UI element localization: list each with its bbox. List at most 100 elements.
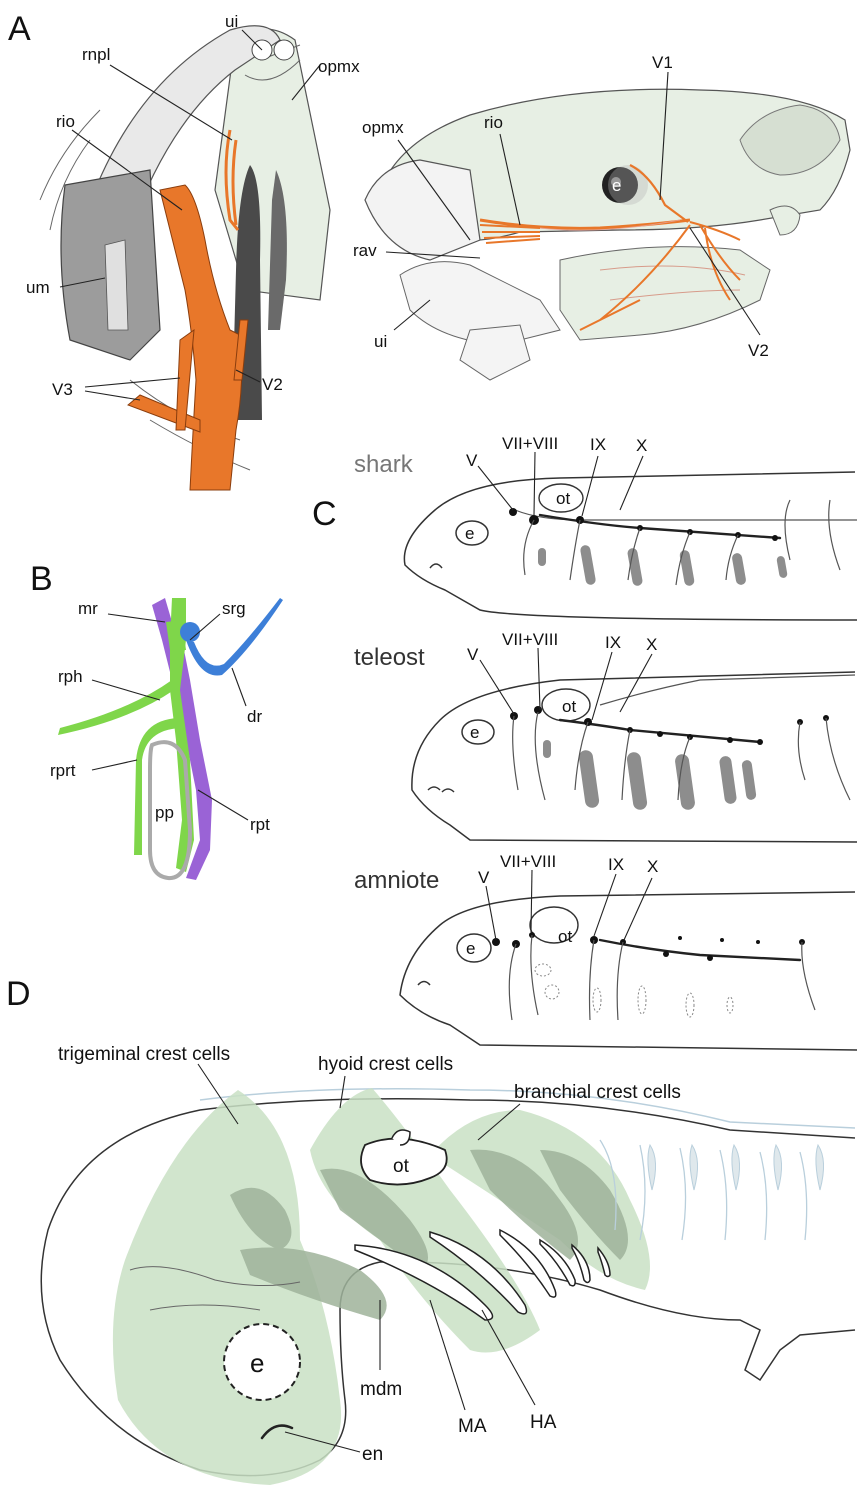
leader-a-v3-b bbox=[85, 391, 140, 400]
c-amniote-branches bbox=[509, 935, 815, 1020]
c-amniote-ot: ot bbox=[558, 927, 572, 946]
incisor-tip bbox=[460, 325, 530, 380]
label-d-en: en bbox=[362, 1444, 383, 1465]
panel-c: C shark e ot bbox=[312, 434, 857, 1050]
label-b-pp: pp bbox=[155, 803, 174, 822]
molar-teeth bbox=[105, 240, 128, 330]
label-a-r-rio: rio bbox=[484, 113, 503, 132]
panel-a: A ui r bbox=[8, 10, 850, 490]
label-a-rio: rio bbox=[56, 112, 75, 131]
c-shark-v: V bbox=[466, 451, 478, 470]
v3-branch bbox=[128, 395, 200, 432]
label-a-r-ui: ui bbox=[374, 332, 387, 351]
label-b-srg: srg bbox=[222, 599, 246, 618]
c-shark-leader-ix bbox=[582, 456, 598, 516]
c-shark-e: e bbox=[465, 524, 474, 543]
label-d-ha: HA bbox=[530, 1412, 557, 1433]
panel-b: B mr srg rph dr rprt pp rpt bbox=[30, 560, 283, 880]
c-amniote-leader-x bbox=[624, 878, 652, 940]
c-teleost-ot: ot bbox=[562, 697, 576, 716]
bulla bbox=[770, 206, 800, 235]
c-teleost-leader-vii bbox=[538, 648, 540, 710]
c-shark-vagus bbox=[540, 515, 780, 538]
label-a-v2: V2 bbox=[262, 375, 283, 394]
c-teleost-leader-x bbox=[620, 654, 652, 712]
c-teleost-nostril bbox=[428, 787, 454, 792]
c-amniote-vii: VII+VIII bbox=[500, 852, 556, 871]
label-a-rav: rav bbox=[353, 241, 377, 260]
label-d-trigeminal: trigeminal crest cells bbox=[58, 1044, 230, 1065]
c-teleost-name: teleost bbox=[354, 644, 425, 671]
v3-branch-2 bbox=[176, 330, 194, 430]
c-shark-vii: VII+VIII bbox=[502, 434, 558, 453]
label-d-branchial: branchial crest cells bbox=[514, 1082, 681, 1103]
panel-a-letter: A bbox=[8, 10, 31, 48]
panel-a-left-skull bbox=[40, 26, 330, 490]
c-shark-ix: IX bbox=[590, 435, 606, 454]
rprt-branch bbox=[134, 718, 180, 855]
c-shark-branches bbox=[524, 500, 840, 585]
c-shark-name: shark bbox=[354, 451, 414, 478]
label-d-e: e bbox=[250, 1348, 264, 1378]
panel-d-letter: D bbox=[6, 975, 31, 1013]
label-a-opmx: opmx bbox=[318, 57, 360, 76]
c-teleost-gills bbox=[543, 740, 757, 811]
c-amniote-e: e bbox=[466, 939, 475, 958]
c-amniote-nostril bbox=[418, 982, 430, 986]
label-a-r-v2: V2 bbox=[748, 341, 769, 360]
c-amniote-leader-v bbox=[486, 886, 496, 940]
c-teleost-v: V bbox=[467, 645, 479, 664]
leader-b-dr bbox=[232, 668, 246, 706]
label-a-v1: V1 bbox=[652, 53, 673, 72]
leader-b-rprt bbox=[92, 760, 137, 770]
c-shark-leader-vii bbox=[534, 452, 535, 515]
c-teleost-vii: VII+VIII bbox=[502, 630, 558, 649]
label-b-mr: mr bbox=[78, 599, 98, 618]
c-amniote: amniote e ot V VII+VIII I bbox=[354, 852, 857, 1050]
panel-b-letter: B bbox=[30, 560, 53, 598]
c-shark-ot: ot bbox=[556, 489, 570, 508]
label-a-r-opmx: opmx bbox=[362, 118, 404, 137]
c-amniote-x: X bbox=[647, 857, 658, 876]
c-amniote-ix: IX bbox=[608, 855, 624, 874]
c-shark-leader-v bbox=[478, 466, 513, 510]
c-teleost-x: X bbox=[646, 635, 657, 654]
c-teleost-leader-ix bbox=[592, 652, 612, 720]
srg-ganglion bbox=[180, 622, 200, 642]
c-amniote-body bbox=[400, 892, 857, 1050]
panel-d: D bbox=[6, 975, 855, 1485]
incisor-right bbox=[274, 40, 294, 60]
leader-b-rph bbox=[92, 680, 160, 700]
label-a-v3: V3 bbox=[52, 380, 73, 399]
label-d-hyoid: hyoid crest cells bbox=[318, 1054, 453, 1075]
d-pale-buds bbox=[648, 1145, 824, 1190]
c-amniote-pouches bbox=[535, 964, 733, 1017]
panel-a-right-skull: e bbox=[365, 89, 850, 380]
c-shark-gills bbox=[538, 544, 788, 586]
label-d-ot: ot bbox=[393, 1156, 410, 1177]
c-shark: shark e ot V bbox=[354, 434, 857, 620]
c-amniote-vagus bbox=[600, 940, 800, 960]
leader-a-v3-a bbox=[85, 378, 180, 387]
mandible bbox=[560, 247, 770, 340]
c-teleost-e: e bbox=[470, 723, 479, 742]
panel-c-letter: C bbox=[312, 495, 337, 533]
label-b-rprt: rprt bbox=[50, 761, 76, 780]
c-amniote-name: amniote bbox=[354, 867, 439, 894]
c-shark-leader-x bbox=[620, 456, 643, 510]
label-a-ui: ui bbox=[225, 12, 238, 31]
label-b-dr: dr bbox=[247, 707, 262, 726]
c-teleost-ix: IX bbox=[605, 633, 621, 652]
c-teleost-leader-v bbox=[480, 660, 514, 714]
label-a-um: um bbox=[26, 278, 50, 297]
label-b-rph: rph bbox=[58, 667, 83, 686]
label-d-ma: MA bbox=[458, 1416, 487, 1437]
rostrum bbox=[365, 160, 480, 260]
c-amniote-leader-ix bbox=[594, 874, 616, 936]
c-shark-body bbox=[404, 472, 857, 620]
label-b-rpt: rpt bbox=[250, 815, 270, 834]
c-teleost: teleost e ot V bbox=[354, 630, 857, 842]
label-a-rnpl: rnpl bbox=[82, 45, 110, 64]
label-a-e: e bbox=[612, 176, 621, 195]
